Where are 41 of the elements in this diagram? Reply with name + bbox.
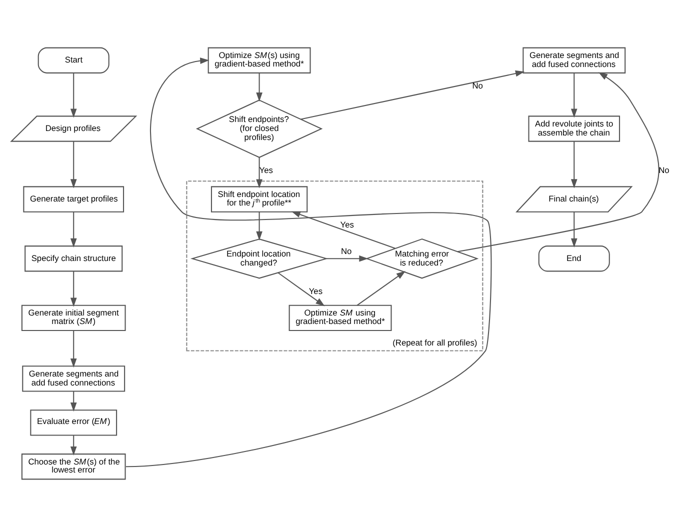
node-box: Generate target profiles bbox=[23, 186, 124, 212]
arrow bbox=[570, 142, 578, 188]
arrow bbox=[70, 391, 77, 412]
arrow bbox=[300, 70, 525, 120]
edge-label: No bbox=[340, 246, 352, 256]
arrow bbox=[70, 73, 77, 118]
node-diamond: Shift endpoints? (for closed profiles) bbox=[196, 100, 323, 158]
arrow bbox=[70, 212, 77, 248]
edge-label: Yes bbox=[259, 165, 273, 176]
arrow bbox=[70, 330, 77, 368]
node-box: Optimize SM using gradient-based method* bbox=[288, 304, 392, 332]
arrow bbox=[570, 212, 578, 248]
arrow bbox=[256, 73, 262, 102]
arrow bbox=[570, 73, 578, 118]
arrow bbox=[291, 211, 396, 249]
node-box: Shift endpoint location for the j$^{th}$ profile** bbox=[210, 186, 308, 212]
edge-label: Yes bbox=[340, 220, 354, 230]
edge-label: Yes bbox=[308, 286, 322, 296]
node-box: Specify chain structure bbox=[24, 246, 123, 272]
arrow bbox=[457, 72, 660, 252]
node-box: Evaluate error (EM) bbox=[30, 410, 118, 436]
edge-label: No bbox=[658, 165, 670, 176]
node-box: End bbox=[538, 246, 610, 272]
arrow bbox=[256, 212, 262, 240]
node-box: Generate segments and add fused connections bbox=[522, 47, 626, 74]
node-box: Choose the SM(s) of the lowest error bbox=[21, 454, 126, 480]
arrow bbox=[278, 272, 325, 306]
arrow bbox=[356, 270, 406, 306]
node-box: Generate segments and add fused connections bbox=[22, 366, 126, 392]
arrow bbox=[326, 255, 368, 262]
node-box: Add revolute joints to assemble the chain bbox=[528, 116, 620, 142]
edge-label: No bbox=[472, 80, 483, 91]
node-box: Start bbox=[38, 47, 110, 74]
arrow bbox=[70, 142, 77, 188]
arrow bbox=[70, 271, 77, 307]
node-diamond: Endpoint location changed? bbox=[190, 238, 328, 279]
arrow bbox=[256, 158, 262, 188]
node-box: Generate initial segment matrix (SM) bbox=[21, 304, 126, 332]
arrow bbox=[70, 435, 77, 456]
node-box: Optimize SM(s) using gradient-based method* bbox=[208, 47, 311, 74]
arrow bbox=[126, 58, 492, 468]
